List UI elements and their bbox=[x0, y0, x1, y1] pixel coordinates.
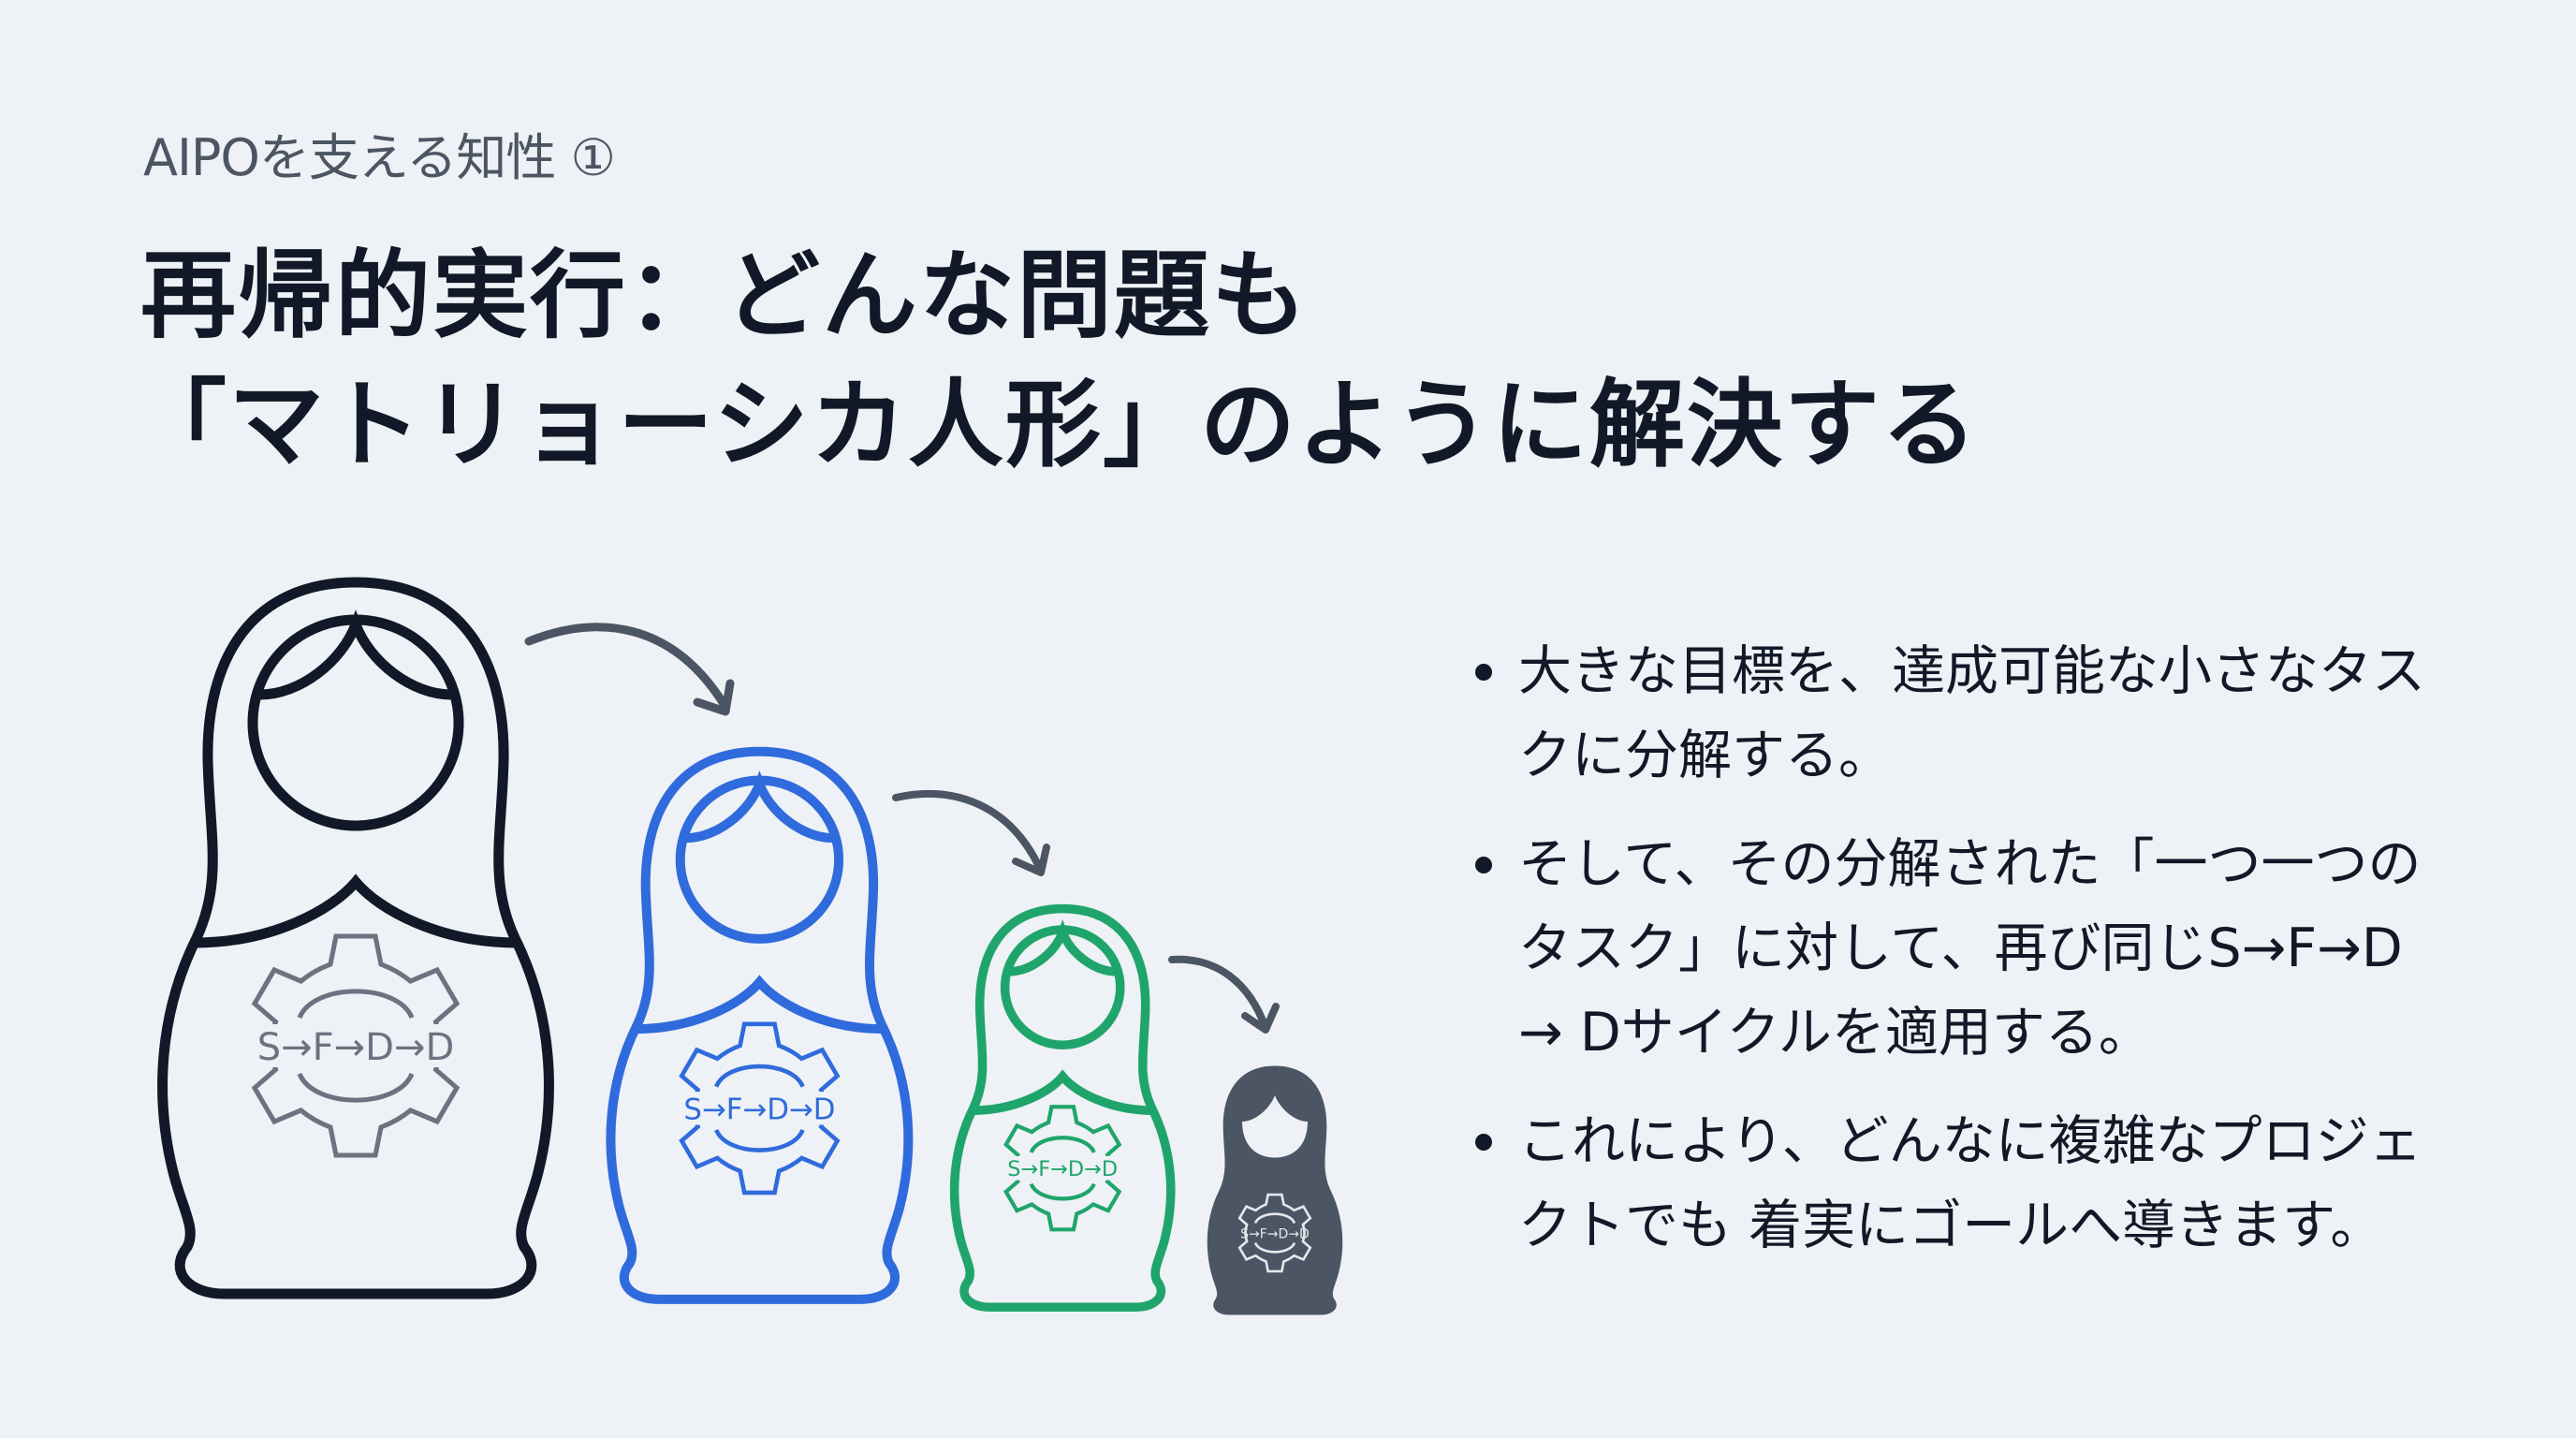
bullet-dot-icon bbox=[1475, 664, 1492, 681]
doll-small: S→F→D→D bbox=[955, 909, 1171, 1308]
bullet-text: 大きな目標を、達成可能な小さなタスクに分解する。 bbox=[1518, 640, 2425, 786]
bullet-item: そして、その分解された「一つ一つのタスク」に対して、再び同じS→F→D → Dサ… bbox=[1460, 822, 2452, 1075]
arrow-icon bbox=[1168, 955, 1280, 1034]
doll-large: S→F→D→D bbox=[163, 582, 549, 1294]
cycle-label: S→F→D→D bbox=[683, 1093, 835, 1126]
title-line-2: 「マトリョーシカ人形」のように解決する bbox=[131, 370, 1979, 481]
bullet-list: 大きな目標を、達成可能な小さなタスクに分解する。 そして、その分解された「一つ一… bbox=[1460, 629, 2452, 1292]
arrow-icon bbox=[892, 790, 1050, 876]
bullet-item: 大きな目標を、達成可能な小さなタスクに分解する。 bbox=[1460, 629, 2452, 798]
cycle-label: S→F→D→D bbox=[257, 1026, 455, 1069]
bullet-item: これにより、どんなに複雑なプロジェクトでも 着実にゴールへ導きます。 bbox=[1460, 1099, 2452, 1268]
title-line-1: 再帰的実行：どんな問題も bbox=[140, 241, 1309, 352]
doll-medium: S→F→D→D bbox=[610, 752, 908, 1299]
doll-smallest: S→F→D→D bbox=[1207, 1065, 1343, 1315]
cycle-label: S→F→D→D bbox=[1007, 1157, 1118, 1181]
arrow-icon bbox=[524, 623, 735, 716]
bullet-dot-icon bbox=[1475, 1134, 1492, 1151]
page-title: 再帰的実行：どんな問題も 「マトリョーシカ人形」のように解決する bbox=[131, 232, 1979, 491]
bullet-text: そして、その分解された「一つ一つのタスク」に対して、再び同じS→F→D → Dサ… bbox=[1518, 833, 2422, 1064]
bullet-text: これにより、どんなに複雑なプロジェクトでも 着実にゴールへ導きます。 bbox=[1518, 1110, 2422, 1256]
cycle-label: S→F→D→D bbox=[1240, 1226, 1310, 1241]
section-eyebrow: AIPOを支える知性 ① bbox=[143, 128, 616, 187]
bullet-dot-icon bbox=[1475, 857, 1492, 873]
